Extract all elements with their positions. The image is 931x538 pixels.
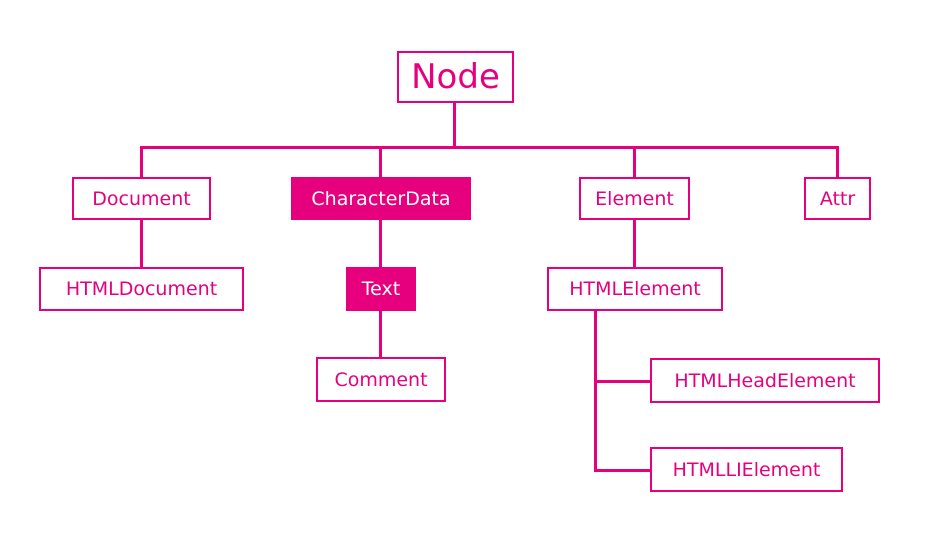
connector-element-htmlelement	[633, 218, 636, 268]
node-htmldocument: HTMLDocument	[39, 267, 244, 311]
connector-horizontal-bus	[140, 146, 839, 149]
node-comment: Comment	[316, 357, 446, 402]
node-attr-label: Attr	[819, 187, 856, 210]
node-characterdata: CharacterData	[291, 177, 471, 220]
node-htmlheadelement-label: HTMLHeadElement	[674, 369, 856, 392]
node-htmlheadelement: HTMLHeadElement	[650, 358, 880, 403]
node-node: Node	[397, 51, 514, 103]
node-htmldocument-label: HTMLDocument	[65, 278, 218, 300]
node-htmlelement-label: HTMLElement	[569, 278, 701, 300]
connector-to-document	[140, 146, 143, 179]
node-comment-label: Comment	[334, 368, 428, 391]
node-characterdata-label: CharacterData	[311, 187, 451, 210]
connector-document-htmldocument	[140, 218, 143, 268]
node-attr: Attr	[804, 177, 871, 220]
connector-htmlelement-trunk	[594, 311, 597, 471]
node-htmllielement-label: HTMLLIElement	[672, 458, 821, 481]
connector-to-htmllielement	[594, 469, 651, 472]
node-document: Document	[72, 177, 211, 220]
node-text-label: Text	[361, 278, 401, 300]
node-document-label: Document	[92, 187, 191, 210]
node-text: Text	[346, 267, 416, 311]
connector-node-down	[453, 102, 456, 149]
node-element-label: Element	[595, 187, 674, 210]
node-element: Element	[579, 177, 690, 220]
connector-to-attr	[836, 146, 839, 179]
connector-text-comment	[379, 311, 382, 358]
connector-to-element	[633, 146, 636, 179]
node-htmlelement: HTMLElement	[547, 267, 723, 311]
node-htmllielement: HTMLLIElement	[650, 447, 843, 492]
connector-characterdata-text	[379, 220, 382, 268]
connector-to-characterdata	[379, 146, 382, 179]
node-node-label: Node	[411, 57, 500, 97]
connector-to-htmlheadelement	[594, 380, 651, 383]
